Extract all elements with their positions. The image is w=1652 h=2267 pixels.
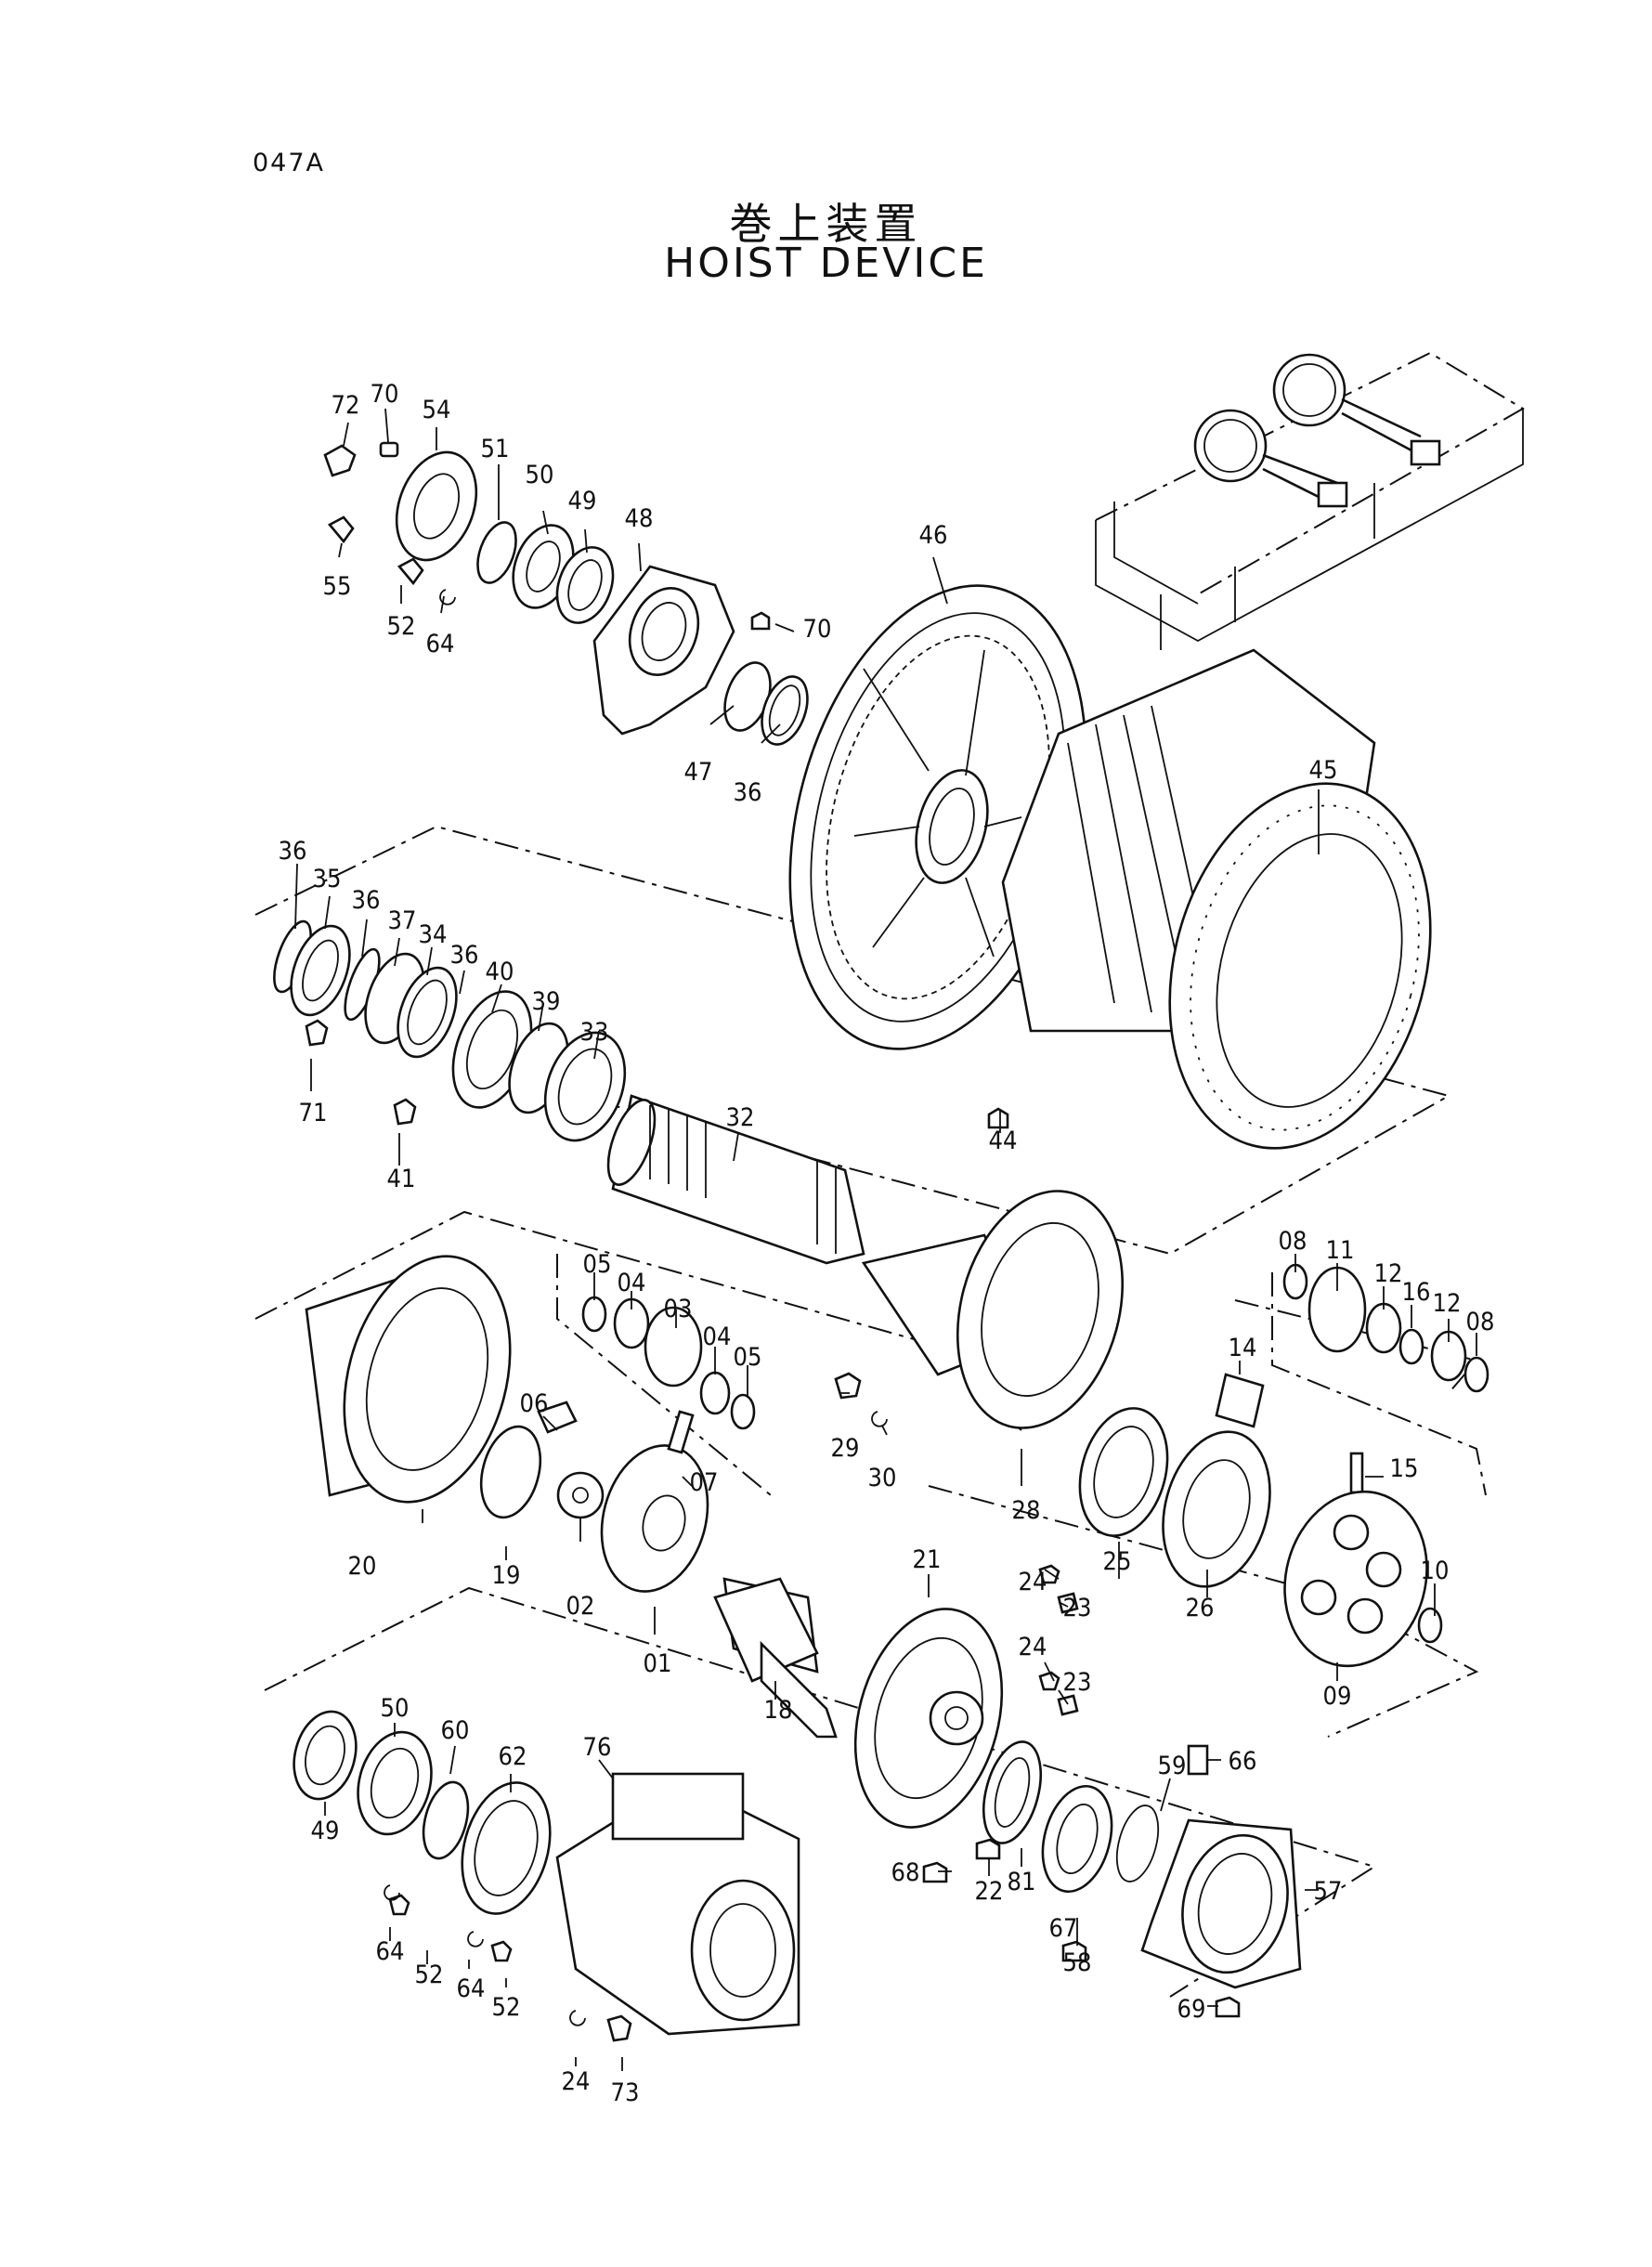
callout-50b: 50 [381,1694,410,1723]
callout-36c: 36 [352,886,381,915]
callout-34: 34 [419,920,448,949]
callout-37: 37 [388,906,417,935]
callout-12: 12 [1374,1259,1403,1288]
callout-24: 24 [1019,1568,1047,1596]
callout-23: 23 [1063,1594,1092,1622]
callout-02: 02 [566,1592,595,1621]
callout-52b: 52 [415,1961,444,1989]
callout-57: 57 [1314,1877,1343,1906]
callout-62: 62 [499,1742,527,1771]
callout-64: 64 [426,630,455,658]
callout-70b: 70 [803,615,832,644]
callout-24c: 24 [562,2067,591,2096]
callout-22: 22 [975,1877,1004,1906]
callout-08: 08 [1279,1227,1307,1256]
callout-05b: 05 [734,1343,762,1372]
callout-21: 21 [913,1545,942,1574]
callout-46: 46 [919,521,948,550]
callout-48: 48 [625,504,654,533]
callout-30: 30 [868,1464,897,1492]
callout-04: 04 [618,1269,646,1297]
title-japanese: 巻上装置 [729,199,923,249]
callout-72: 72 [332,391,360,420]
callout-50: 50 [526,461,554,489]
callout-59: 59 [1158,1752,1187,1780]
right-gear-group [1078,1263,1489,1668]
callout-51: 51 [481,435,510,463]
callout-16: 16 [1402,1278,1431,1307]
callout-36: 36 [734,778,762,807]
callout-25: 25 [1103,1547,1132,1576]
callout-81: 81 [1008,1868,1036,1896]
callout-24b: 24 [1019,1633,1047,1661]
callout-67: 67 [1049,1914,1078,1943]
callout-52: 52 [387,612,416,641]
callout-05: 05 [583,1250,612,1279]
shaft-assembly [273,919,1125,1429]
callout-73: 73 [611,2078,640,2107]
callout-07: 07 [690,1468,719,1497]
callout-32: 32 [726,1103,755,1132]
planetary-gear-group [305,1255,888,1674]
callout-10: 10 [1421,1557,1450,1585]
callout-12b: 12 [1433,1289,1462,1318]
callout-26: 26 [1186,1594,1215,1622]
machine-location-thumbnail [1095,351,1525,650]
callout-29: 29 [831,1434,860,1463]
bearing-support-group [323,441,809,746]
callout-08b: 08 [1466,1308,1495,1336]
callout-44: 44 [989,1127,1018,1155]
callout-36d: 36 [450,941,479,970]
callout-19: 19 [492,1561,521,1590]
callout-64b: 64 [376,1937,405,1966]
callout-23b: 23 [1063,1668,1092,1697]
callout-03: 03 [664,1295,693,1323]
callout-40: 40 [486,958,514,986]
callout-33: 33 [580,1018,609,1047]
callout-70: 70 [371,380,399,409]
page-id: 047A [253,149,326,177]
callout-68: 68 [891,1858,920,1887]
callout-54: 54 [423,396,451,424]
callout-66: 66 [1229,1747,1257,1776]
callout-45: 45 [1309,756,1338,785]
bracket-group [1041,1744,1302,2018]
callout-36b: 36 [279,837,307,866]
ring-gear-and-drum [788,584,1432,1150]
callout-labels: 72 70 54 51 50 49 48 55 52 64 70 47 36 4… [279,380,1495,2107]
callout-28: 28 [1012,1496,1041,1525]
callout-15: 15 [1390,1454,1419,1483]
callout-49b: 49 [311,1817,340,1845]
callout-14: 14 [1229,1334,1257,1362]
callout-76: 76 [583,1733,612,1762]
leader-lines [294,408,1477,2071]
callout-09: 09 [1323,1682,1352,1711]
callout-60: 60 [441,1716,470,1745]
callout-55: 55 [323,572,352,601]
callout-52c: 52 [492,1993,521,2022]
callout-35: 35 [313,865,342,893]
title-english: HOIST DEVICE [664,240,988,287]
callout-06: 06 [520,1389,549,1418]
callout-47: 47 [684,758,713,787]
callout-39: 39 [532,987,561,1016]
callout-69: 69 [1177,1995,1206,2024]
callout-20: 20 [348,1552,377,1581]
callout-71: 71 [299,1099,328,1127]
callout-01: 01 [644,1649,672,1678]
callout-41: 41 [387,1165,416,1193]
callout-58: 58 [1063,1948,1092,1977]
callout-11: 11 [1326,1236,1355,1265]
callout-64c: 64 [457,1974,486,2003]
motor-group [293,1710,800,2042]
callout-04b: 04 [703,1322,732,1351]
callout-49: 49 [568,487,597,515]
callout-18: 18 [764,1696,793,1725]
brake-disc-group [713,1564,1079,1883]
